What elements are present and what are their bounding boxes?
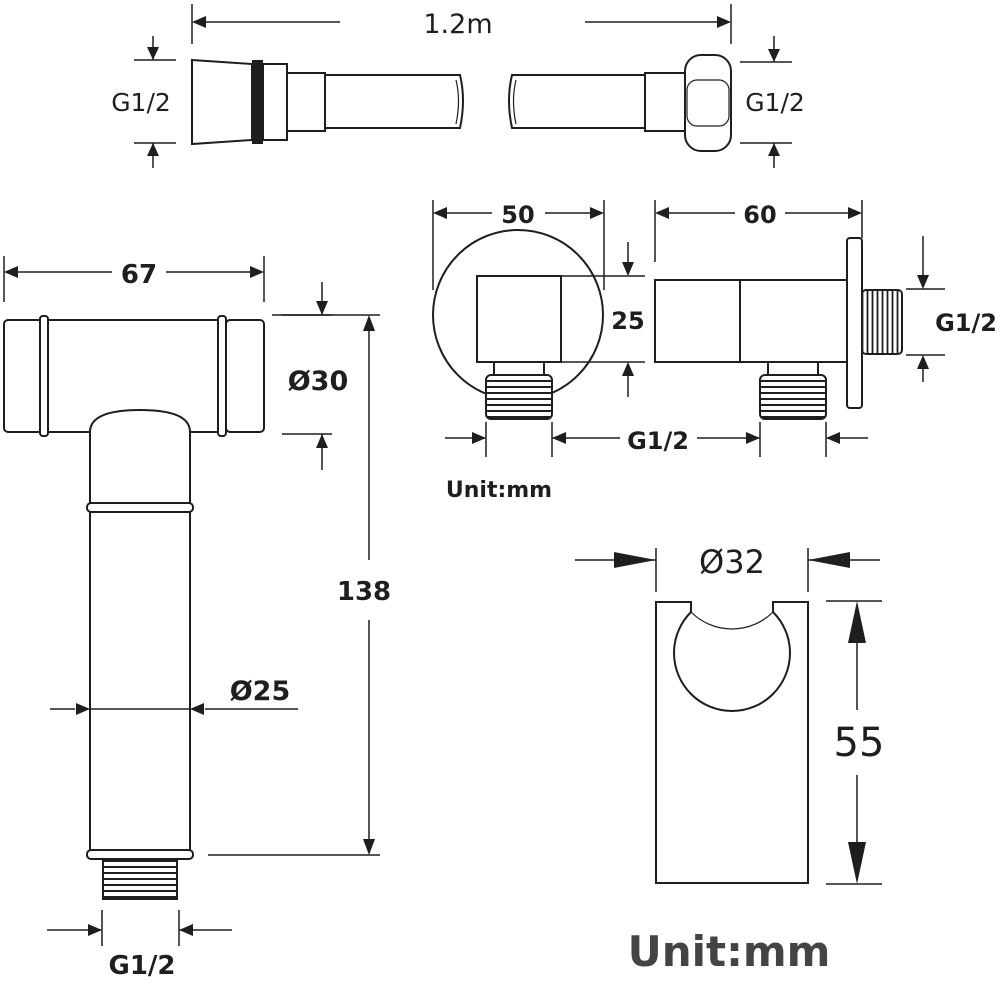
arrow-left [192, 16, 206, 28]
arrow-down [316, 301, 328, 315]
arrow-down [848, 842, 866, 884]
arrow-right [614, 552, 656, 568]
arrow-right [848, 207, 862, 219]
arrow-left [808, 552, 850, 568]
valve-front-thread [485, 374, 553, 420]
arrow-down [768, 49, 780, 62]
sprayer-head-diameter-label: Ø30 [288, 366, 349, 397]
arrow-right [717, 16, 731, 28]
arrow-left [552, 432, 566, 444]
arrow-left [4, 266, 18, 278]
arrow-right [76, 703, 90, 715]
arrow-left [190, 703, 204, 715]
valve-unit-label: Unit:mm [446, 478, 552, 503]
hose-length-label: 1.2m [423, 9, 492, 40]
sprayer-head-left-cap [3, 319, 43, 433]
valve-outlet-thread [861, 289, 903, 355]
valve-side-neck [767, 361, 819, 376]
sprayer-width-label: 67 [121, 260, 157, 290]
hose-right-tube [508, 74, 645, 129]
holder-diameter-label: Ø32 [699, 543, 765, 581]
sprayer-body-diameter-label: Ø25 [230, 676, 291, 707]
arrow-up [848, 601, 866, 643]
hose-break-right [512, 79, 517, 125]
arrow-down [147, 47, 159, 60]
hose-drawing: 1.2m G1/2 G1/2 [111, 4, 805, 168]
arrow-up [363, 315, 375, 331]
sprayer-bottom-ring [86, 849, 194, 860]
hose-break-left [455, 79, 460, 125]
arrow-up [147, 143, 159, 156]
valve-drawing: 50 60 25 G1/2 [432, 200, 997, 503]
hose-left-ferrule [286, 72, 326, 132]
arrow-down [363, 839, 375, 855]
holder-unit-label: Unit:mm [628, 927, 831, 976]
valve-body-height-label: 25 [611, 307, 644, 335]
arrow-right [250, 266, 264, 278]
arrow-left [655, 207, 669, 219]
sprayer-body-ring [86, 502, 194, 513]
holder-body [655, 601, 809, 884]
hose-left-collar [262, 63, 288, 141]
arrow-left [179, 924, 193, 936]
hose-left-tube [325, 74, 464, 129]
arrow-down [917, 275, 929, 289]
sprayer-drawing: 67 Ø30 138 Ø25 [3, 256, 391, 981]
valve-side-body-left [654, 279, 741, 363]
arrow-right [88, 924, 102, 936]
valve-front-neck [493, 361, 545, 376]
sprayer-height-label: 138 [337, 577, 391, 607]
arrow-up [316, 434, 328, 448]
hose-right-ferrule [644, 72, 686, 132]
holder-drawing: Ø32 55 Unit:mm [575, 543, 884, 976]
valve-side-flange [846, 237, 863, 409]
arrow-right [472, 432, 486, 444]
arrow-up [622, 362, 634, 376]
hose-left-thread-label: G1/2 [111, 88, 171, 117]
hose-o-ring [252, 60, 263, 144]
arrow-right [746, 432, 760, 444]
arrow-left [826, 432, 840, 444]
valve-bottom-thread-label: G1/2 [627, 427, 689, 455]
arrow-down [622, 262, 634, 276]
valve-side-length-label: 60 [743, 201, 776, 229]
holder-cradle-edge [690, 611, 774, 630]
sprayer-head-left-ring [39, 315, 49, 437]
sprayer-head-right-cap [225, 319, 265, 433]
arrow-left [433, 207, 447, 219]
hose-right-nut [684, 54, 732, 152]
valve-side-body-right [739, 279, 848, 363]
sprayer-thread [102, 858, 178, 900]
valve-side-thread [759, 374, 827, 420]
arrow-right [590, 207, 604, 219]
valve-front-body [476, 275, 562, 363]
sprayer-body [89, 408, 191, 856]
arrow-up [917, 355, 929, 369]
sprayer-thread-label: G1/2 [108, 951, 175, 981]
hose-right-nut-face [686, 79, 730, 127]
holder-height-label: 55 [834, 720, 885, 766]
sprayer-head-right-ring [217, 315, 227, 437]
arrow-up [768, 143, 780, 156]
hose-left-nut [191, 58, 253, 146]
hose-right-thread-label: G1/2 [745, 88, 805, 117]
valve-outlet-thread-label: G1/2 [935, 309, 997, 337]
valve-front-width-label: 50 [501, 201, 534, 229]
